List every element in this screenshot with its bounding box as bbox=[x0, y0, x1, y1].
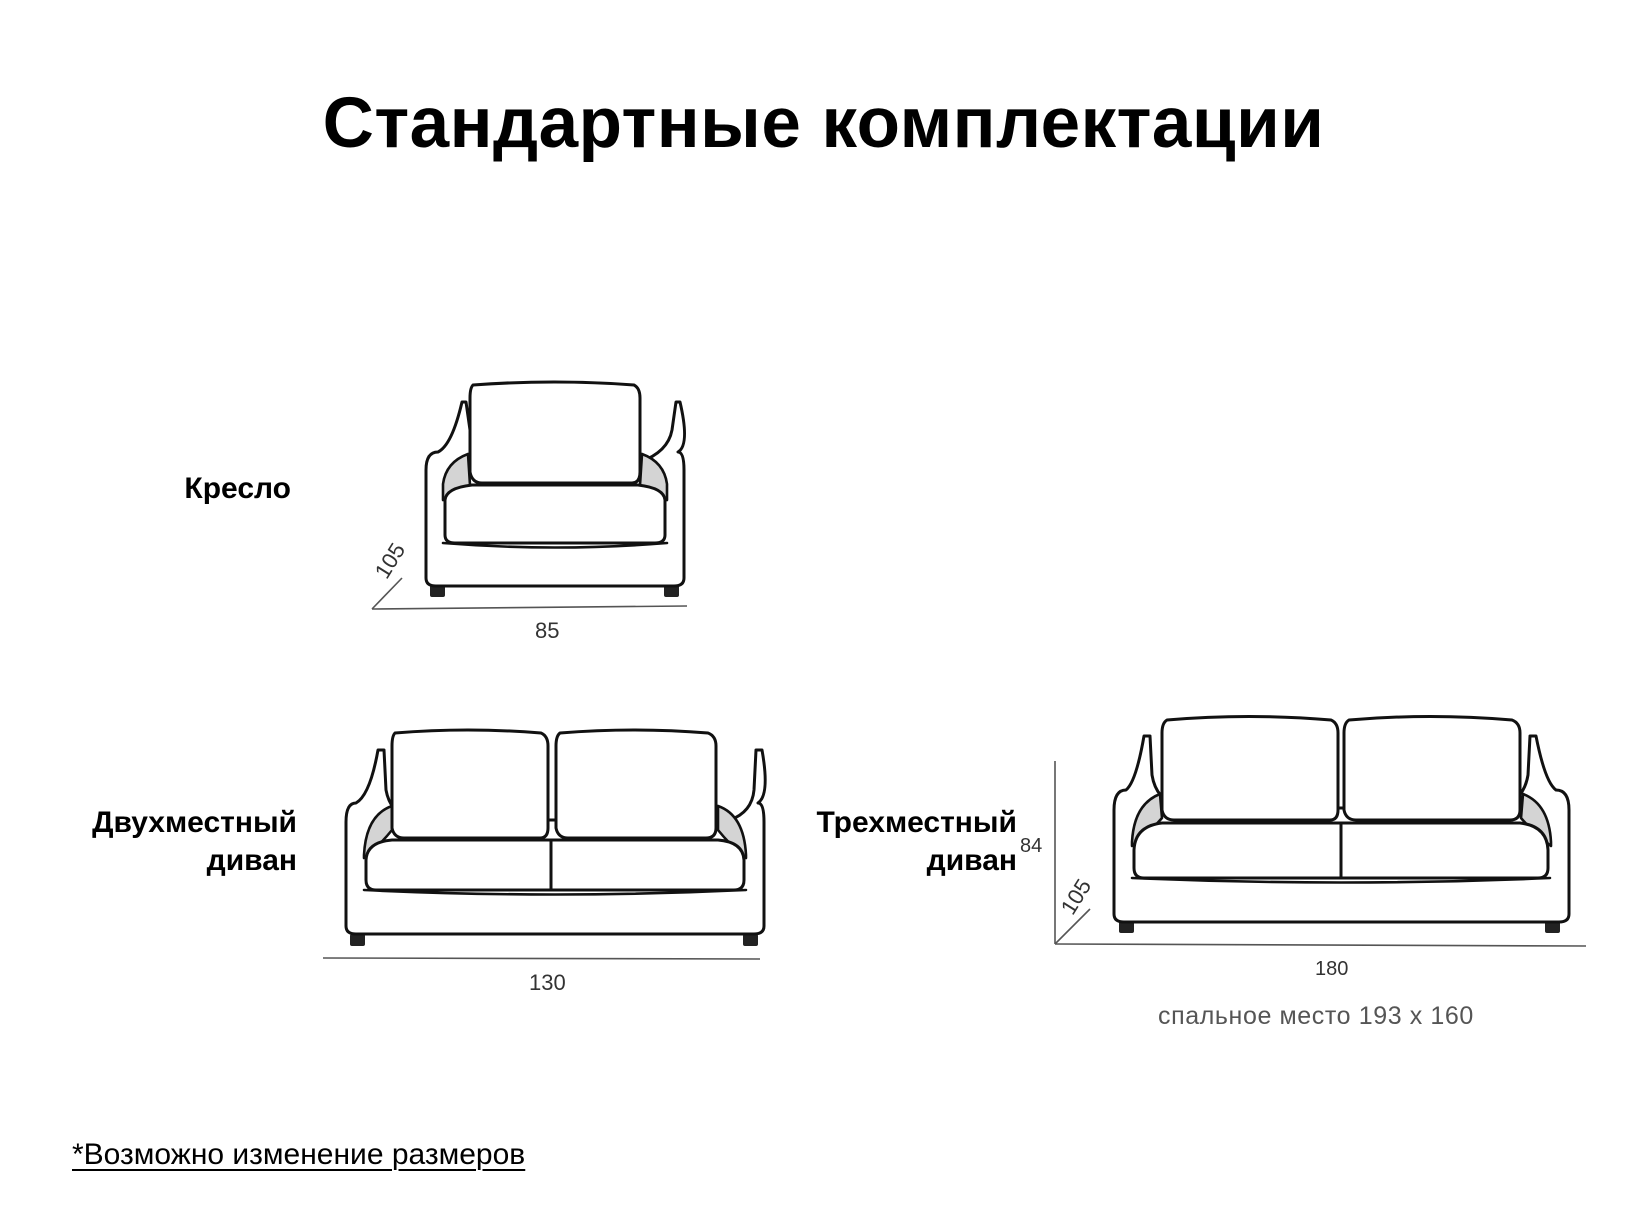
item-label-line: Двухместный bbox=[92, 806, 297, 839]
sleeping-area-note: спальное место 193 x 160 bbox=[1158, 1002, 1474, 1030]
armchair-drawing bbox=[371, 380, 688, 610]
item-label-line: Трехместный bbox=[816, 806, 1017, 839]
two-seater-width-label: 130 bbox=[529, 970, 566, 995]
item-label-two-seater: Двухместный диван bbox=[92, 804, 297, 880]
three-seater-width-label: 180 bbox=[1315, 958, 1349, 980]
three-seater-height-label: 84 bbox=[1020, 835, 1043, 857]
item-label-three-seater: Трехместный диван bbox=[816, 804, 1017, 880]
item-label-armchair: Кресло bbox=[184, 470, 291, 508]
page-title: Стандартные комплектации bbox=[322, 84, 1325, 163]
footnote: *Возможно изменение размеров bbox=[72, 1138, 526, 1171]
armchair-width-label: 85 bbox=[535, 618, 560, 643]
two-seater-drawing bbox=[322, 728, 767, 960]
item-label-line: диван bbox=[926, 844, 1017, 877]
item-label-line: диван bbox=[206, 844, 297, 877]
item-label-line: Кресло bbox=[184, 472, 291, 505]
three-seater-drawing bbox=[1054, 715, 1587, 947]
